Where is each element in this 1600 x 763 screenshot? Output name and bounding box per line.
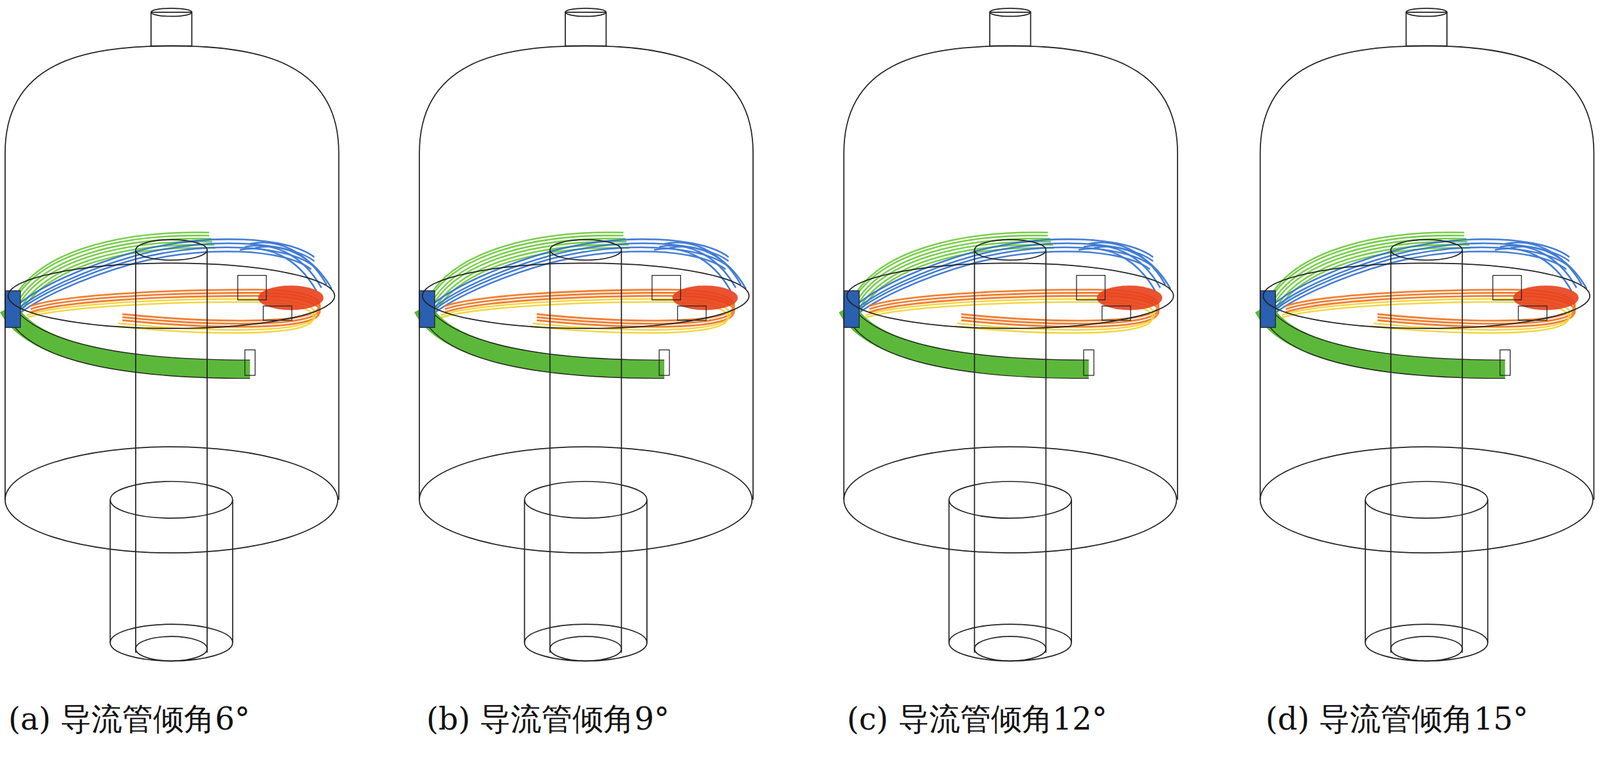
caption-label: (d) 导流管倾角15° [1265,700,1529,739]
caption-label: (b) 导流管倾角9° [426,700,670,739]
caption-label: (c) 导流管倾角12° [846,700,1108,739]
caption-label: (a) 导流管倾角6° [8,700,251,739]
